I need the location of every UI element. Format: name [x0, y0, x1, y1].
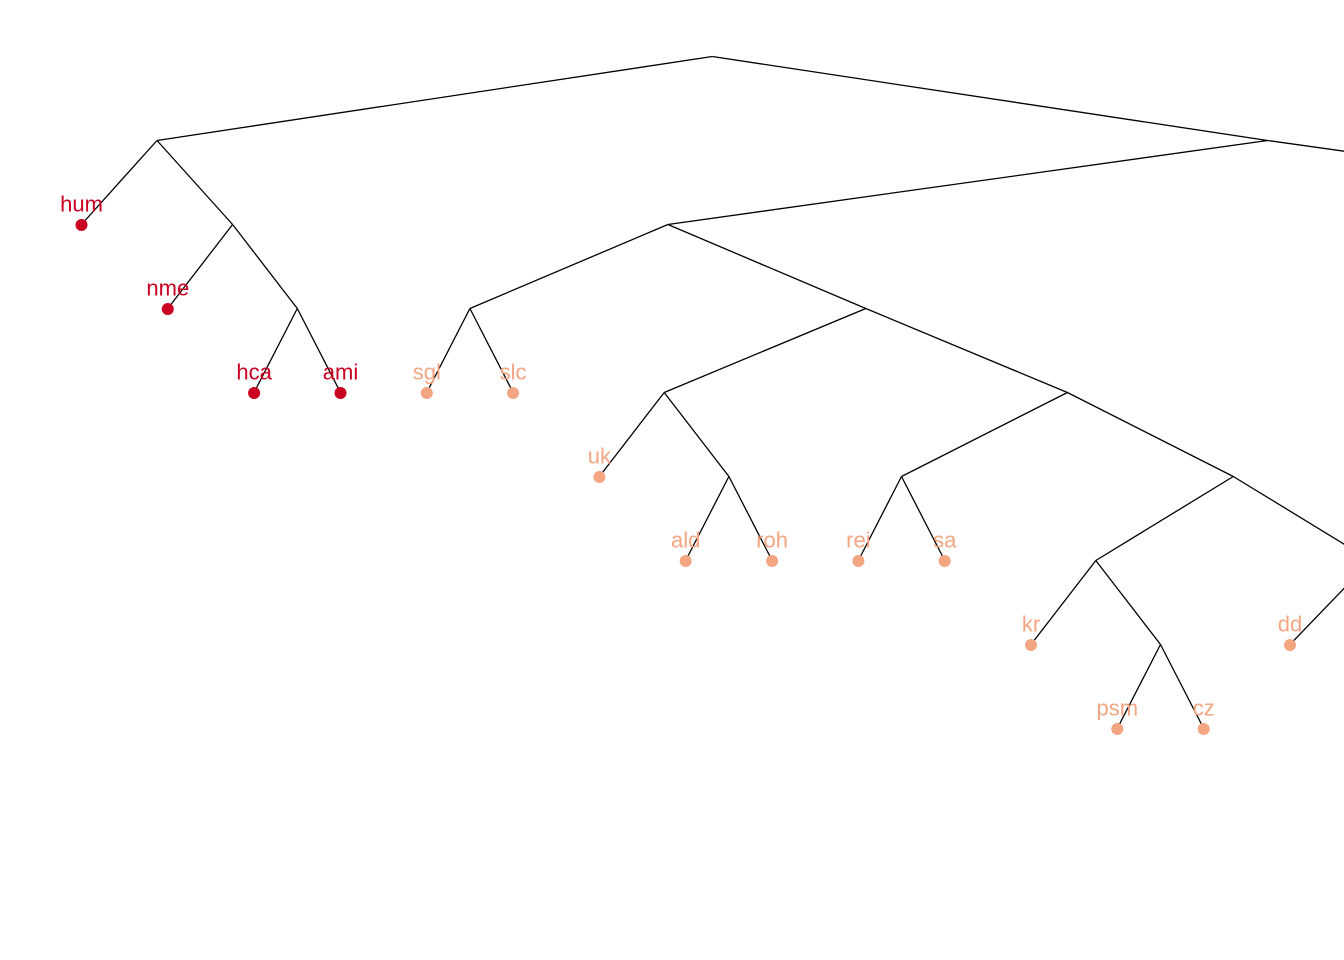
tree-edge — [663, 307, 867, 394]
tree-edge — [167, 224, 234, 309]
leaf-rei: rei — [846, 528, 871, 567]
tree-edge — [663, 392, 730, 477]
leaf-hca: hca — [236, 360, 273, 399]
leaf-point — [1197, 723, 1210, 735]
tree-edge — [857, 476, 903, 561]
tree-edge — [598, 392, 665, 477]
leaf-point — [852, 555, 865, 567]
leaf-label: kr — [1022, 612, 1040, 637]
tree-edge — [253, 308, 298, 393]
tree-edge — [1116, 644, 1162, 729]
tree-edge — [426, 308, 471, 393]
tree-edge — [1267, 139, 1344, 152]
tree-edge — [156, 140, 234, 225]
leaf-label: nme — [146, 276, 189, 301]
leaf-point — [593, 471, 606, 483]
tree-edge — [900, 476, 946, 561]
tree-edge — [232, 224, 298, 309]
tree-edge — [1232, 475, 1344, 545]
leaf-nme: nme — [146, 276, 189, 315]
leaf-point — [766, 555, 779, 567]
tree-edge — [1289, 587, 1344, 645]
leaf-uk: uk — [588, 444, 612, 483]
leaf-hum: hum — [60, 192, 103, 231]
tree-edge — [156, 55, 713, 142]
tree-edge — [728, 476, 773, 561]
leaf-ami: ami — [323, 360, 358, 399]
leaf-point — [938, 555, 951, 567]
tree-edge — [1159, 644, 1205, 729]
leaf-cz: cz — [1193, 696, 1215, 735]
leaf-label: slc — [500, 360, 527, 385]
dendrogram-leaves: hum nme hca ami sgl slc uk ald roh rei sa kr psm cz dd… — [60, 192, 1302, 735]
tree-edge — [469, 308, 514, 393]
leaf-label: hca — [236, 360, 272, 385]
leaf-ald: ald — [671, 528, 700, 567]
leaf-label: psm — [1097, 696, 1139, 721]
tree-edge — [667, 139, 1268, 226]
leaf-point — [334, 387, 347, 399]
tree-edge — [685, 476, 730, 561]
tree-edge — [1095, 560, 1162, 645]
tree-edge — [1030, 560, 1097, 645]
leaf-point — [507, 387, 520, 399]
leaf-point — [1284, 639, 1296, 651]
dendrogram-edges — [81, 55, 1344, 729]
leaf-sa: sa — [933, 528, 957, 567]
leaf-label: sa — [933, 528, 957, 553]
tree-edge — [667, 223, 867, 310]
leaf-label: ami — [323, 360, 358, 385]
leaf-point — [75, 219, 88, 231]
tree-edge — [865, 307, 1068, 394]
leaf-dd: dd — [1278, 612, 1302, 651]
leaf-label: ald — [671, 528, 700, 553]
leaf-label: hum — [60, 192, 103, 217]
tree-edge — [1067, 391, 1234, 478]
leaf-label: uk — [588, 444, 612, 469]
leaf-label: sgl — [413, 360, 441, 385]
tree-edge — [712, 55, 1268, 142]
leaf-point — [420, 387, 433, 399]
leaf-roh: roh — [756, 528, 788, 567]
leaf-kr: kr — [1022, 612, 1040, 651]
leaf-label: roh — [756, 528, 788, 553]
leaf-sgl: sgl — [413, 360, 441, 399]
tree-edge — [81, 140, 158, 225]
tree-edge — [1095, 475, 1234, 562]
leaf-point — [248, 387, 261, 399]
leaf-slc: slc — [500, 360, 527, 399]
leaf-label: cz — [1193, 696, 1215, 721]
leaf-label: dd — [1278, 612, 1302, 637]
leaf-point — [161, 303, 174, 315]
leaf-point — [1025, 639, 1037, 651]
tree-edge — [469, 223, 669, 310]
tree-edge — [901, 391, 1068, 478]
leaf-label: rei — [846, 528, 870, 553]
leaf-psm: psm — [1097, 696, 1139, 735]
leaf-point — [679, 555, 692, 567]
leaf-point — [1111, 723, 1124, 735]
tree-edge — [296, 308, 342, 393]
